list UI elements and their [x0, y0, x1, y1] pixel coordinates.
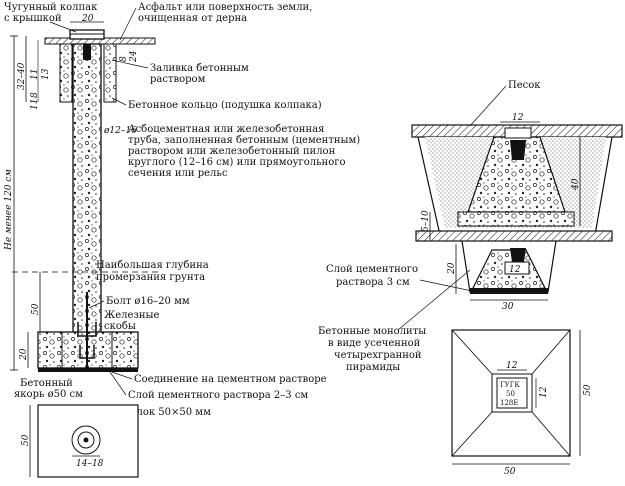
dim-8: 8 — [30, 92, 40, 98]
depth-total-dim: Не менее 120 см — [4, 169, 14, 251]
pipe-label: Асбоцементная или железобетонная труба, … — [128, 124, 363, 179]
plate-code: 128Е — [500, 399, 518, 407]
sand-label: Песок — [508, 80, 541, 91]
plate-line1: ГУГК — [500, 381, 520, 389]
left-section: Не менее 120 см 32–40 11 13 8 11 8 24 50… — [4, 2, 363, 478]
right-section: 12 12 40 5–10 20 30 Песок Слой цементног… — [318, 80, 623, 477]
dim-20: 20 — [19, 348, 29, 361]
cement-layer-label: Слой цементного раствора 2–3 см — [128, 390, 308, 401]
ring-label: Бетонное кольцо (подушка колпака) — [128, 100, 322, 111]
dim-20r: 20 — [447, 262, 457, 275]
dim-5-10: 5–10 — [421, 210, 431, 232]
dim-11: 11 — [30, 69, 40, 80]
pipe-dia-dim: ø12–16 — [103, 126, 137, 136]
plan-50h: 50 — [583, 384, 593, 396]
dim-8b: 8 — [119, 56, 129, 62]
dim-24: 24 — [129, 50, 139, 63]
dim-top-20: 20 — [81, 14, 94, 24]
dim-50: 50 — [31, 303, 41, 315]
plate-num: 50 — [506, 390, 515, 398]
benchmark-plate — [496, 377, 528, 409]
dim-11b: 11 — [30, 99, 40, 110]
dim-b-12: 12 — [509, 265, 521, 275]
dim-30: 30 — [502, 302, 514, 312]
iron-brackets — [77, 322, 97, 337]
dim-top-12: 12 — [512, 113, 524, 123]
dim-13: 13 — [41, 68, 51, 80]
dim-32-40: 32–40 — [17, 62, 27, 90]
angle-label: Уголок 50×50 мм — [118, 407, 211, 418]
plan-50w: 50 — [504, 467, 516, 477]
monoliths-label: Бетонные монолиты в виде усеченной четыр… — [318, 326, 429, 373]
dim-40: 40 — [571, 178, 581, 191]
plan-12b: 12 — [539, 386, 549, 398]
plan-inner-dim: 14–18 — [76, 459, 104, 469]
asphalt-label: Асфальт или поверхность земли,очищенная … — [138, 2, 312, 24]
plan-50-dim: 50 — [21, 434, 31, 446]
bolt-label: Болт ø16–20 мм — [106, 296, 190, 307]
joint-label: Соединение на цементном растворе — [134, 374, 327, 385]
concrete-ring — [59, 43, 73, 103]
plan-12a: 12 — [506, 361, 518, 371]
